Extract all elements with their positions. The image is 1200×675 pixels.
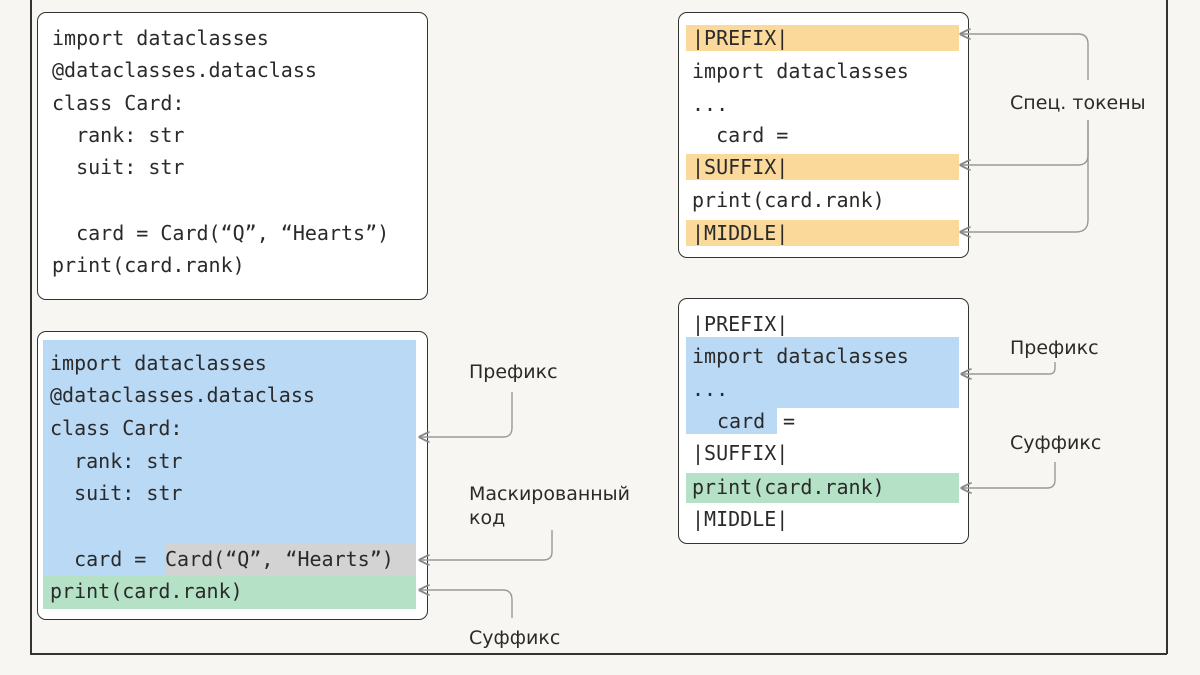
code-line: card = <box>692 123 789 147</box>
ellipsis: ... <box>692 377 729 401</box>
arrow-special-tokens-middle <box>962 120 1089 233</box>
prefix-token: |PREFIX| <box>692 312 789 336</box>
arrow-masked-code <box>420 530 553 560</box>
code-line: print(card.rank) <box>52 253 245 277</box>
code-line: import dataclasses <box>50 351 267 375</box>
code-line: class Card: <box>50 416 183 440</box>
code-line: rank: str <box>50 449 183 473</box>
original-code-box: import dataclasses @dataclasses.dataclas… <box>37 12 428 300</box>
code-line: import dataclasses <box>692 344 909 368</box>
suffix-token: |SUFFIX| <box>692 155 789 179</box>
code-line: @dataclasses.dataclass <box>52 58 317 82</box>
frame-left-border <box>30 0 32 654</box>
arrow-prefix-right <box>962 362 1056 374</box>
code-line: @dataclasses.dataclass <box>50 383 315 407</box>
fim-tokens-box: |PREFIX| import dataclasses ... card = |… <box>678 12 969 258</box>
frame-right-border <box>1166 0 1168 654</box>
prefix-highlight <box>43 340 416 550</box>
code-line: card = Card(“Q”, “Hearts”) <box>52 221 390 245</box>
prefix-tail-highlight <box>43 550 165 576</box>
frame-bottom-border <box>30 653 1167 655</box>
label-masked-code-line1: Маскированный <box>469 483 631 505</box>
middle-token: |MIDDLE| <box>692 221 789 245</box>
masked-code-box: import dataclasses @dataclasses.dataclas… <box>37 331 428 620</box>
card-word: card <box>717 409 766 433</box>
label-prefix-right: Префикс <box>1010 337 1099 359</box>
code-line: suit: str <box>50 481 183 505</box>
suffix-highlight <box>686 473 959 503</box>
middle-token: |MIDDLE| <box>692 507 789 531</box>
arrow-prefix-left <box>420 392 513 437</box>
masked-middle-highlight <box>165 543 416 576</box>
arrow-suffix-right <box>962 462 1056 488</box>
middle-token-highlight <box>686 220 959 246</box>
code-line: import dataclasses <box>692 59 909 83</box>
label-suffix-right: Суффикс <box>1010 432 1102 454</box>
card-word-highlight <box>686 408 777 434</box>
equals-sign: = <box>783 409 796 433</box>
code-line: class Card: <box>52 91 185 115</box>
code-line: print(card.rank) <box>692 475 885 499</box>
suffix-token: |SUFFIX| <box>692 441 789 465</box>
ellipsis: ... <box>692 92 729 116</box>
label-special-tokens: Спец. токены <box>1010 92 1146 114</box>
code-line: suit: str <box>52 155 185 179</box>
code-line: rank: str <box>52 123 185 147</box>
arrow-special-tokens-prefix <box>962 33 1089 80</box>
label-masked-code-line2: код <box>469 507 506 529</box>
prefix-highlight <box>686 337 959 408</box>
prefix-token-highlight <box>686 25 959 51</box>
fim-colored-box: |PREFIX| import dataclasses ... card = |… <box>678 298 969 544</box>
label-suffix-left: Суффикс <box>469 627 561 649</box>
code-line: import dataclasses <box>52 26 269 50</box>
suffix-code: print(card.rank) <box>50 579 243 603</box>
prefix-tail-code: card = <box>50 547 159 571</box>
middle-code: Card(“Q”, “Hearts”) <box>165 547 394 571</box>
arrow-special-tokens-suffix <box>962 120 1089 166</box>
label-prefix-left: Префикс <box>469 361 558 383</box>
prefix-token: |PREFIX| <box>692 26 789 50</box>
suffix-highlight <box>43 576 416 609</box>
suffix-token-highlight <box>686 154 959 180</box>
arrow-suffix-left <box>420 590 513 618</box>
code-line: print(card.rank) <box>692 188 885 212</box>
